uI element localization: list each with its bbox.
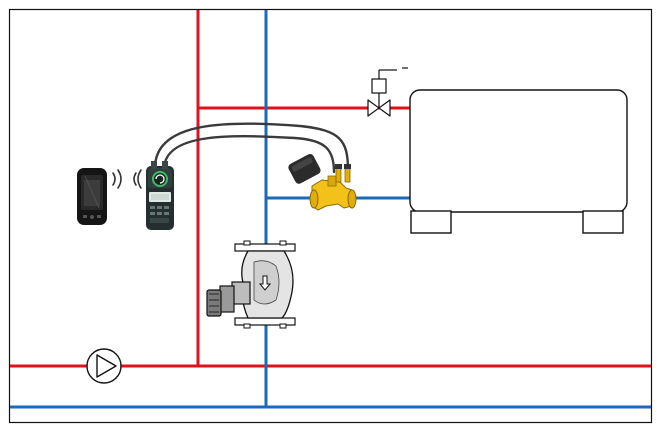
hose-inner bbox=[162, 135, 336, 174]
circulation-pump-icon bbox=[86, 348, 122, 384]
measurement-hoses bbox=[153, 122, 350, 174]
solenoid-valve-icon bbox=[367, 67, 408, 117]
mobile-phone-icon bbox=[77, 168, 107, 225]
wireless-signal-icon bbox=[112, 169, 142, 189]
heat-exchanger-unit-icon bbox=[409, 89, 628, 234]
diagram-border bbox=[8, 8, 653, 424]
flow-meter-icon bbox=[146, 161, 174, 230]
control-valve-icon bbox=[288, 154, 357, 211]
hose-outer bbox=[153, 122, 350, 172]
balancing-valve-icon bbox=[206, 240, 296, 329]
return-pipes bbox=[10, 10, 651, 409]
